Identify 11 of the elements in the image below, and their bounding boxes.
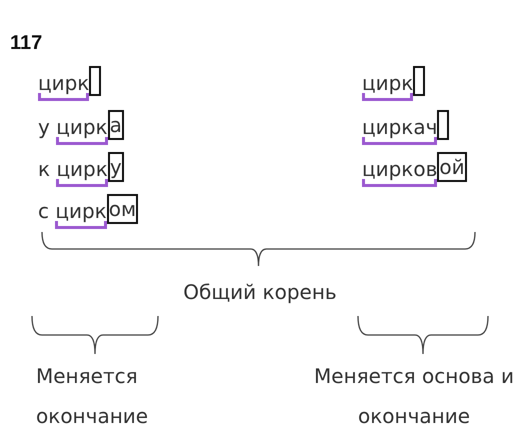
word: цирковой xyxy=(362,154,467,184)
caption-text: Общий корень xyxy=(182,279,338,306)
caption-text: Меняется окончание xyxy=(36,363,150,430)
word: циркач xyxy=(362,112,450,142)
word: к цирку xyxy=(38,154,124,184)
exercise-number: 117 xyxy=(10,32,42,55)
word: цирк xyxy=(362,68,426,98)
word: у цирка xyxy=(38,112,124,142)
caption-text: Меняется основа и окончание xyxy=(314,363,514,430)
word: с цирком xyxy=(38,196,138,226)
word: цирк xyxy=(38,68,102,98)
